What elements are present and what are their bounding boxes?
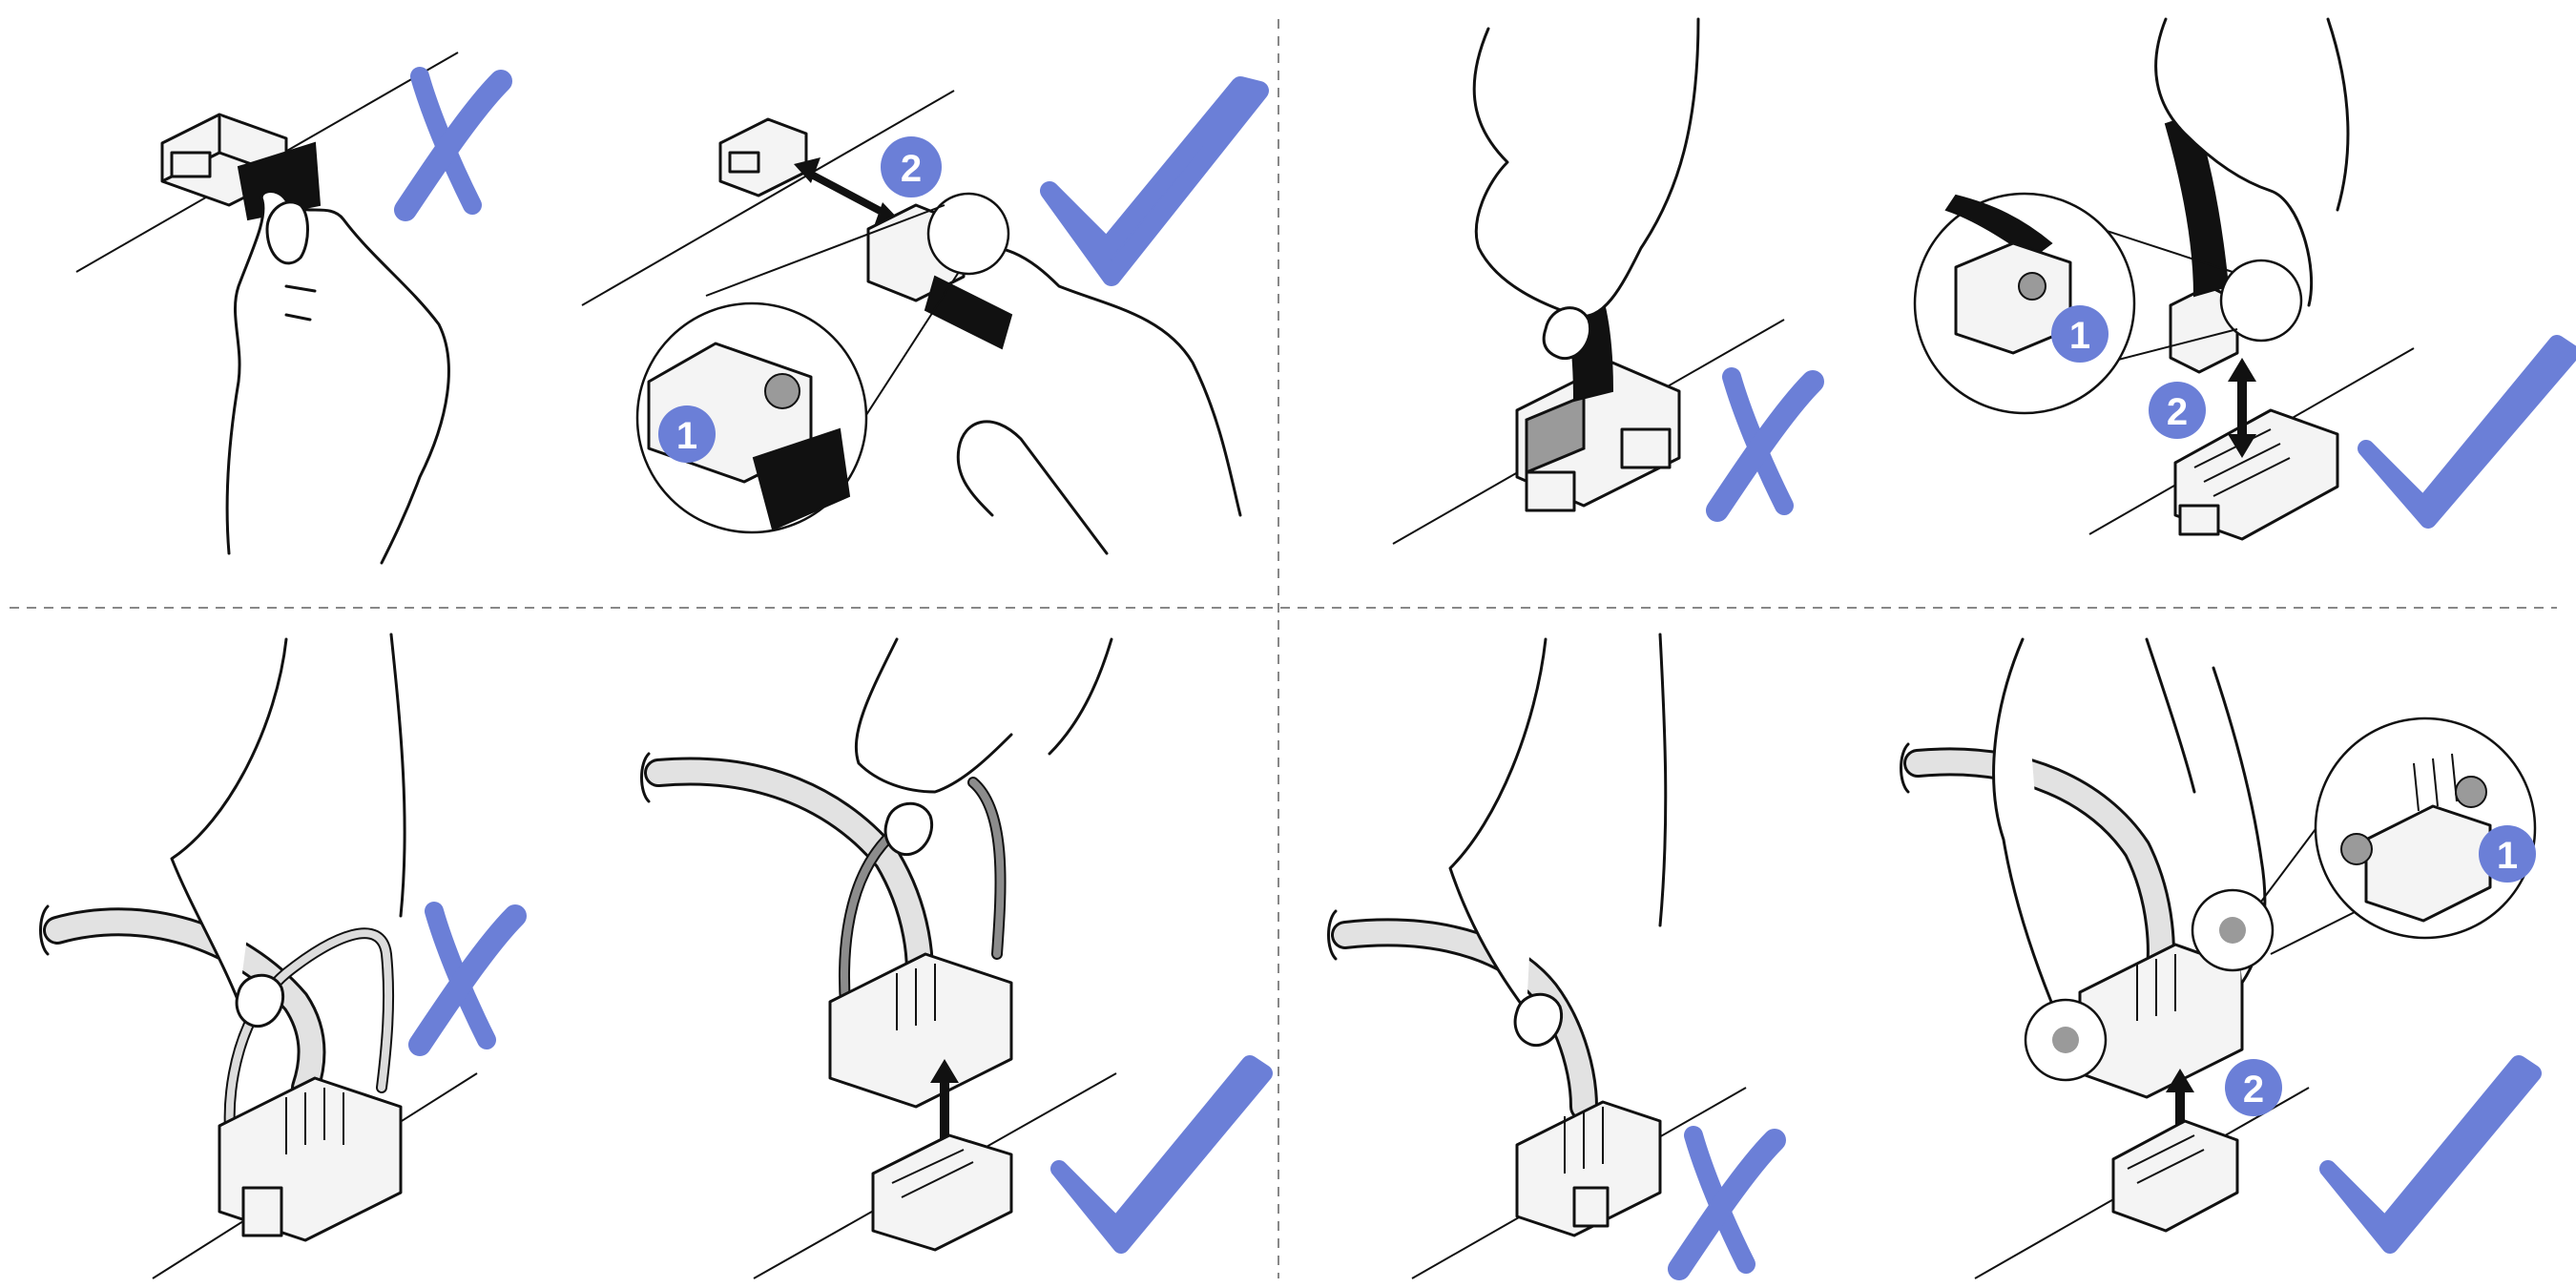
panel-top-left: 1 2: [75, 52, 1269, 565]
svg-text:1: 1: [2497, 835, 2518, 877]
panel-bottom-right: 1 2: [1327, 633, 2542, 1280]
header-on-board: [2173, 408, 2339, 541]
connector: [160, 113, 322, 221]
header-on-board: [871, 1133, 1013, 1252]
hand-pulling-cable: [225, 190, 450, 565]
board-edge-line: [581, 90, 955, 306]
connector-on-board: [1515, 361, 1681, 512]
x-mark-icon: [1668, 1126, 1786, 1280]
zoom-source-circle: [926, 192, 1010, 276]
hand-pulling-cable: [1448, 633, 1668, 1013]
thumb: [1513, 992, 1563, 1048]
zoom-connector-detail: [2340, 753, 2492, 923]
black-cable: [924, 275, 1013, 350]
check-mark-icon: [1050, 1055, 1273, 1254]
badge-1: 1: [2051, 305, 2109, 363]
step-correct-press-latch-and-lift: 1 2: [1913, 17, 2415, 541]
svg-text:2: 2: [2243, 1069, 2264, 1111]
step-correct-press-latch-and-pull: 1 2: [581, 90, 1242, 555]
step-correct-press-latches-and-lift: 1 2: [1900, 637, 2537, 1279]
black-cable: [237, 141, 322, 221]
check-mark-icon: [2358, 335, 2576, 529]
step-incorrect-pull-cable: [1392, 17, 1785, 545]
thumb: [235, 973, 284, 1028]
hand-pressing-latch: [2154, 17, 2350, 307]
check-mark-icon: [2319, 1055, 2542, 1254]
step-incorrect-pull-cable: [75, 52, 459, 565]
step-incorrect-pull-by-wires: [39, 633, 478, 1279]
badge-2: 2: [2225, 1059, 2282, 1116]
badge-2: 2: [881, 136, 942, 197]
svg-text:2: 2: [901, 148, 922, 190]
header-on-board: [2111, 1119, 2239, 1233]
badge-1: 1: [2479, 825, 2536, 883]
x-mark-icon: [394, 67, 512, 221]
connector: [218, 1076, 403, 1242]
svg-text:2: 2: [2167, 391, 2188, 433]
step-incorrect-pull-cable: [1327, 633, 1747, 1279]
grey-cable-outline: [644, 757, 934, 1016]
badge-2: 2: [2149, 382, 2206, 439]
hand-pulling-cable: [1472, 17, 1700, 318]
badge-1: 1: [658, 405, 716, 463]
thumb: [265, 200, 309, 265]
panel-bottom-left: [39, 633, 1273, 1279]
check-mark-icon: [1040, 76, 1269, 286]
panel-top-right: 1 2: [1392, 17, 2576, 545]
thumb: [883, 801, 933, 857]
svg-text:1: 1: [676, 415, 697, 457]
hand-pulling-wires: [170, 633, 406, 1004]
svg-text:1: 1: [2069, 315, 2090, 357]
hand-pressing-latch: [952, 243, 1242, 555]
hand-lifting-loops: [854, 637, 1113, 794]
x-mark-icon: [1706, 367, 1824, 522]
x-mark-icon: [408, 902, 527, 1056]
grey-cable: [647, 759, 931, 1013]
connector: [1515, 1100, 1662, 1237]
lift-arrow: [2228, 358, 2256, 458]
connector-lifted: [828, 952, 1013, 1109]
grey-cable: [46, 910, 323, 1099]
thumb: [1542, 306, 1591, 361]
step-correct-lift-by-loops: [640, 637, 1117, 1279]
zoom-source-circle: [2219, 259, 2303, 343]
grey-cable: [1334, 921, 1595, 1118]
